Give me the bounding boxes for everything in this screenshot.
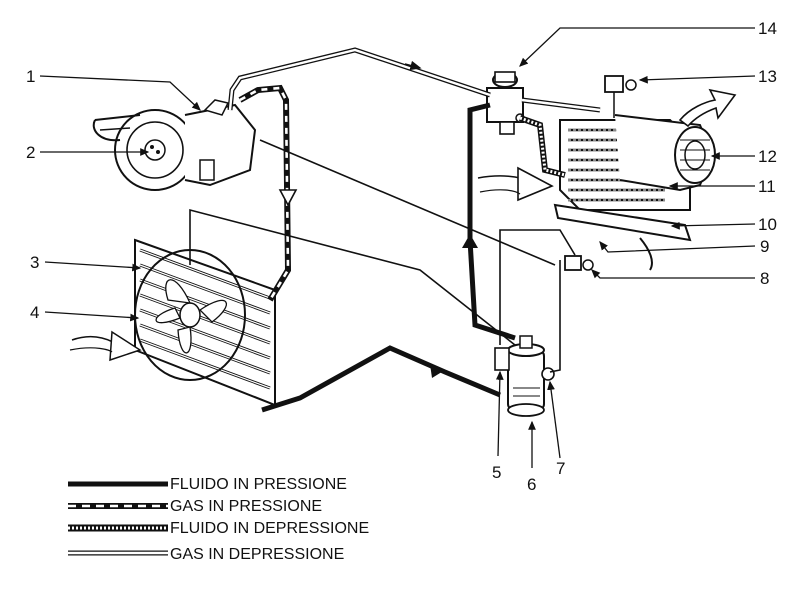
- compressor: [92, 99, 257, 191]
- condenser: [134, 238, 276, 407]
- leader-lines: [39, 27, 756, 468]
- receiver-drier: [494, 335, 555, 417]
- legend-label-high-pressure-fluid: FLUIDO IN PRESSIONE: [170, 476, 347, 493]
- callout-numbers: 1 2 3 4 5 6 7 8 9 10 11 12 13 14: [26, 19, 777, 494]
- high-pressure-fluid-line: [261, 102, 516, 413]
- outlet-airflow-arrow: [678, 88, 737, 128]
- drain-tray: [553, 203, 692, 271]
- callout-14: 14: [758, 19, 777, 38]
- low-pressure-gas-line: [227, 47, 601, 113]
- temperature-sensor: [604, 75, 637, 118]
- high-pressure-gas-line: [238, 84, 298, 302]
- legend-label-high-pressure-gas: GAS IN PRESSIONE: [170, 498, 322, 515]
- callout-4: 4: [30, 303, 39, 322]
- callout-2: 2: [26, 143, 35, 162]
- callout-8: 8: [760, 269, 769, 288]
- legend-low-pressure-fluid: FLUIDO IN DEPRESSIONE: [68, 520, 369, 537]
- control-lines: [189, 139, 576, 373]
- legend-high-pressure-gas: GAS IN PRESSIONE: [68, 498, 322, 515]
- callout-12: 12: [758, 147, 777, 166]
- callout-1: 1: [26, 67, 35, 86]
- low-pressure-fluid-line: [519, 115, 566, 178]
- callout-11: 11: [758, 177, 776, 196]
- blower-fan: [614, 114, 716, 192]
- callout-9: 9: [760, 237, 769, 256]
- legend: FLUIDO IN PRESSIONE GAS IN PRESSIONE FLU…: [68, 476, 369, 563]
- legend-label-low-pressure-fluid: FLUIDO IN DEPRESSIONE: [170, 520, 369, 537]
- inlet-airflow-arrow: [477, 166, 554, 202]
- callout-10: 10: [758, 215, 777, 234]
- callout-6: 6: [527, 475, 536, 494]
- callout-7: 7: [556, 459, 565, 478]
- legend-high-pressure-fluid: FLUIDO IN PRESSIONE: [68, 476, 347, 493]
- expansion-valve: [486, 71, 525, 135]
- airflow-arrow-condenser: [69, 330, 142, 362]
- callout-5: 5: [492, 463, 501, 482]
- callout-13: 13: [758, 67, 777, 86]
- callout-3: 3: [30, 253, 39, 272]
- legend-low-pressure-gas: GAS IN DEPRESSIONE: [68, 546, 344, 563]
- legend-label-low-pressure-gas: GAS IN DEPRESSIONE: [170, 546, 344, 563]
- pressure-switch: [564, 255, 594, 271]
